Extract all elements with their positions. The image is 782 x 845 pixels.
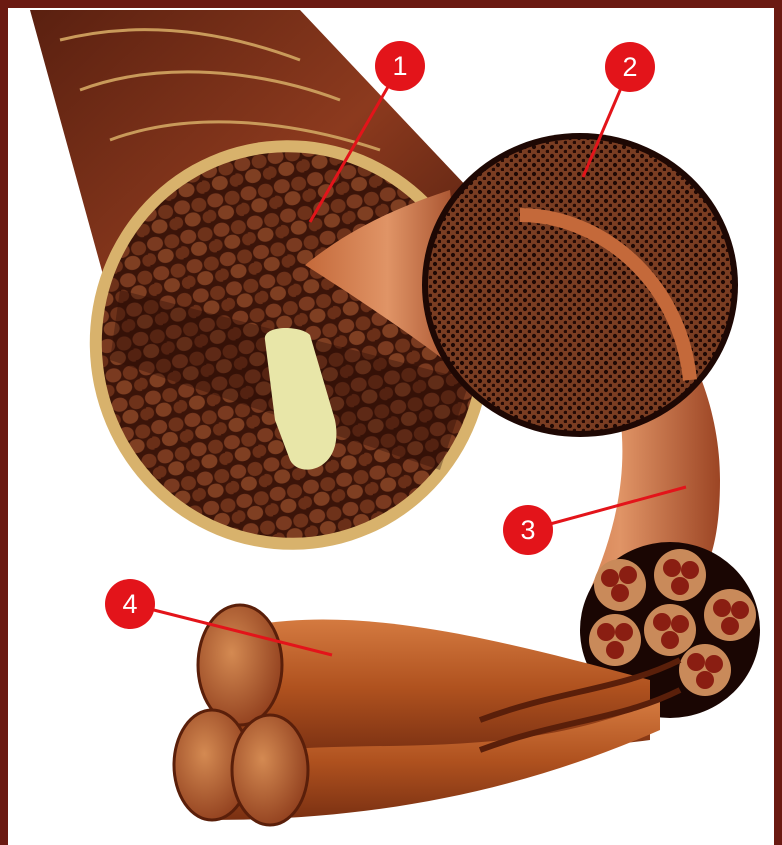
callout-4-number: 4 xyxy=(122,589,137,619)
callout-1: 1 xyxy=(375,41,425,91)
callout-2-number: 2 xyxy=(622,52,637,82)
callout-2: 2 xyxy=(605,42,655,92)
fiber-cross-section xyxy=(422,133,738,437)
callout-4: 4 xyxy=(105,579,155,629)
callout-1-number: 1 xyxy=(392,51,407,81)
callout-3: 3 xyxy=(503,505,553,555)
callout-3-number: 3 xyxy=(520,515,535,545)
